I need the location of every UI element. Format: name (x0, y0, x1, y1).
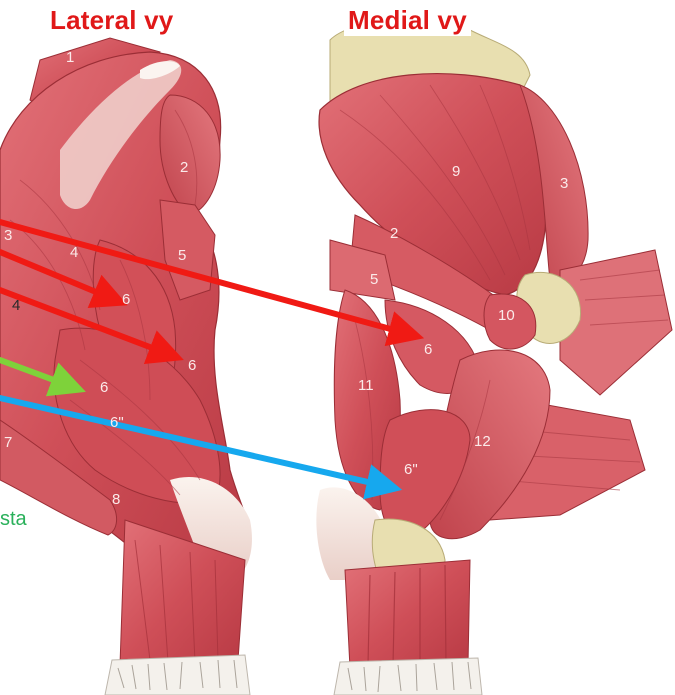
label-medial-5: 5 (370, 271, 379, 288)
label-medial-12: 12 (474, 433, 491, 450)
label-medial-6: 6 (424, 341, 433, 358)
label-lateral-6pp: 6" (110, 414, 124, 431)
lateral-view-drawing (0, 37, 252, 695)
red-arrow-2 (0, 249, 128, 309)
label-lateral-4: 4 (70, 244, 79, 261)
label-lateral-2: 2 (180, 159, 189, 176)
label-medial-11: 11 (358, 377, 374, 394)
medial-muscle-5 (329, 239, 396, 301)
medial-fur (333, 657, 483, 695)
lateral-knee-tendon (170, 476, 252, 575)
medial-knee-tendon (316, 487, 387, 580)
label-medial-10: 10 (498, 307, 515, 324)
medial-right-flap-upper (559, 249, 673, 396)
red-arrow-3 (0, 287, 184, 365)
medial-view-title: Medial vy (344, 4, 471, 36)
label-lateral-6b: 6 (188, 357, 197, 374)
label-medial-6pp: 6" (404, 461, 418, 478)
lateral-tendon-sheet (60, 60, 182, 210)
medial-muscle-9 (318, 73, 548, 296)
lateral-view-title: Lateral vy (46, 4, 178, 36)
label-lateral-8: 8 (112, 491, 121, 508)
label-lateral-4b: 4 (12, 297, 21, 314)
medial-lower-leg (344, 559, 471, 669)
red-arrow-1 (0, 219, 425, 347)
medial-muscle-10 (483, 293, 537, 350)
label-lateral-1: 1 (66, 49, 75, 66)
side-label-green: sta (0, 508, 27, 530)
label-medial-9: 9 (452, 163, 461, 180)
label-medial-3: 3 (560, 175, 569, 192)
annotation-arrows (0, 219, 425, 500)
label-lateral-5: 5 (178, 247, 187, 264)
label-lateral-7: 7 (4, 434, 13, 451)
label-medial-2: 2 (390, 225, 399, 242)
blue-arrow (0, 395, 403, 500)
lateral-muscle-7-8 (0, 419, 117, 536)
green-arrow (0, 357, 86, 397)
medial-view-drawing (316, 18, 673, 695)
lateral-fur (104, 654, 251, 695)
label-lateral-3: 3 (4, 227, 13, 244)
label-lateral-6a: 6 (122, 291, 131, 308)
label-lateral-6c: 6 (100, 379, 109, 396)
